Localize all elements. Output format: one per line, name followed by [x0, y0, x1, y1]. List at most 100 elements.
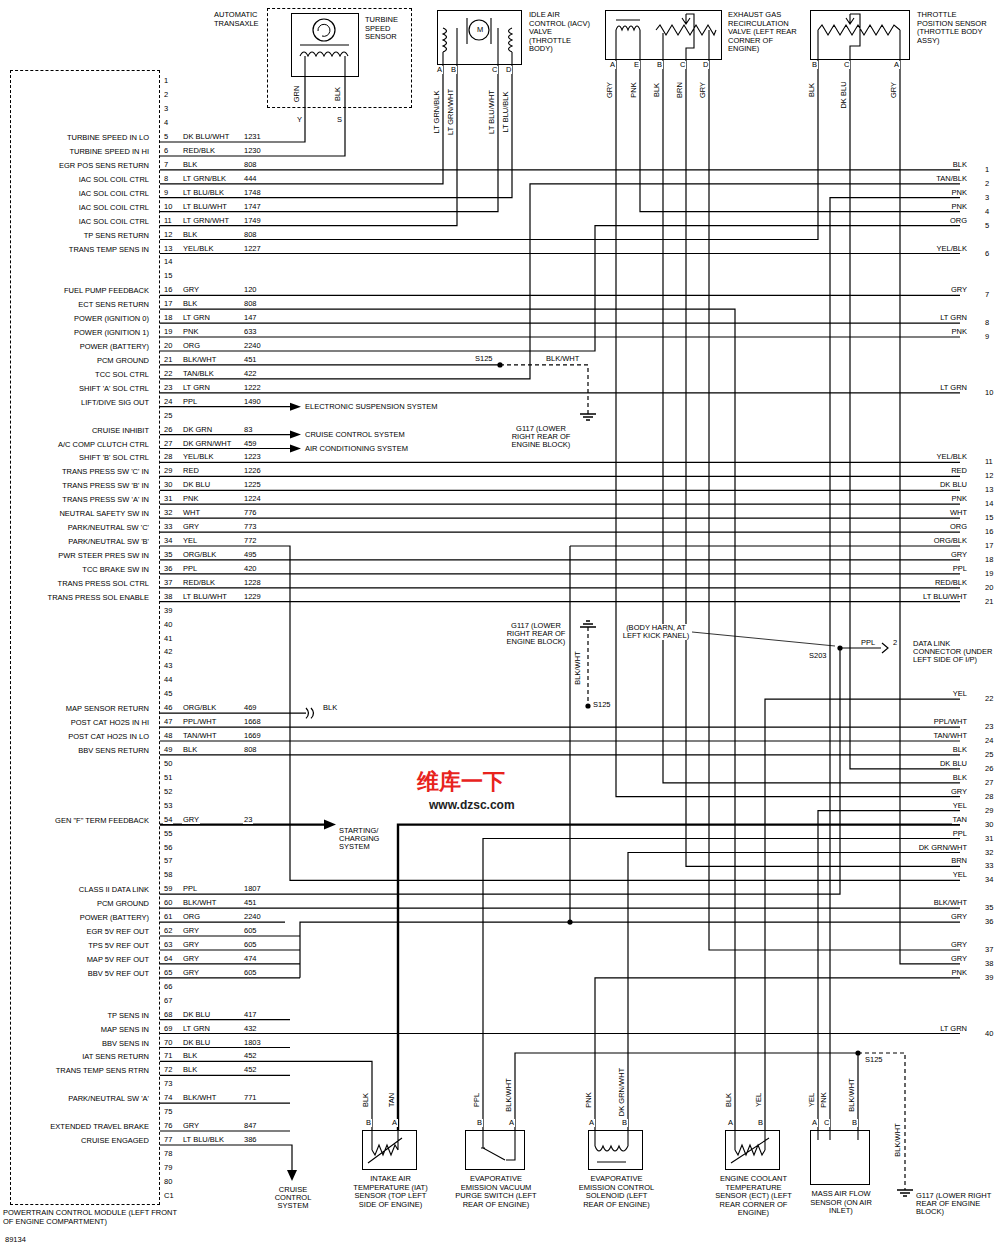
terminal-number: 22 [984, 695, 994, 703]
wire-color: DK BLU [840, 80, 848, 109]
pin-name: LIFT/DIVE SIG OUT [80, 399, 150, 407]
pin-letter: A [727, 1119, 734, 1127]
pin-number: 45 [163, 690, 173, 698]
wire-color: YEL [182, 537, 198, 545]
pin-number: 65 [163, 969, 173, 977]
circuit-number: 808 [243, 161, 258, 169]
wire-color: LT GRN [182, 1025, 211, 1033]
terminal-wire-color: PNK [951, 328, 968, 336]
pin-number: 59 [163, 885, 173, 893]
pin-number: 19 [163, 328, 173, 336]
terminal-wire-color: YEL [952, 871, 968, 879]
pin-number: 26 [163, 426, 173, 434]
terminal-number: 16 [984, 528, 994, 536]
splice-dot [855, 1050, 860, 1055]
splice-dot [585, 703, 590, 708]
wire-color: GRY [182, 927, 200, 935]
pin-number: 2 [892, 639, 898, 647]
pin-number: 69 [163, 1025, 173, 1033]
sensor-lead [818, 1130, 858, 1140]
wire-connector [160, 65, 443, 184]
terminal-wire-color: PNK [951, 969, 968, 977]
wire-color: PNK [630, 81, 638, 98]
wire-color: TAN/WHT [182, 732, 218, 740]
ground-note: G117 (LOWER RIGHT REAR OF ENGINE BLOCK) [915, 1192, 997, 1216]
terminal-wire-color: ORG [949, 217, 968, 225]
circuit-number: 444 [243, 175, 258, 183]
wire-color: LT GRN [182, 314, 211, 322]
system-name: CRUISE CONTROL SYSTEM [304, 431, 406, 439]
pin-number: 10 [163, 203, 173, 211]
pin-name: FUEL PUMP FEEDBACK [63, 287, 150, 295]
pin-number: 50 [163, 760, 173, 768]
pin-number: 38 [163, 593, 173, 601]
heavy-wire [160, 825, 960, 1130]
wire-connector [160, 65, 457, 226]
terminal-number: 32 [984, 849, 994, 857]
connector-symbol [306, 708, 314, 718]
terminal-wire-color: PPL [952, 830, 968, 838]
pin-name: TPS 5V REF OUT [87, 942, 150, 950]
pin-number: 70 [163, 1039, 173, 1047]
watermark: www.dzsc.com [428, 798, 516, 812]
wire-color: GRY [182, 1122, 200, 1130]
pin-number: 54 [163, 816, 173, 824]
circuit-number: 422 [243, 370, 258, 378]
pin-number: 72 [163, 1066, 173, 1074]
terminal-wire-color: TAN/BLK [935, 175, 968, 183]
circuit-number: 808 [243, 746, 258, 754]
pin-number: 4 [163, 119, 169, 127]
pin-name: TRANS TEMP SENS RTRN [55, 1067, 150, 1075]
pin-name: IAC SOL COIL CTRL [78, 176, 150, 184]
wire-color: GRY [606, 81, 614, 99]
circuit-number: 147 [243, 314, 258, 322]
wire-color: RED [182, 467, 200, 475]
terminal-wire-color: YEL/BLK [936, 453, 968, 461]
terminal-wire-color: RED [950, 467, 968, 475]
terminal-number: 19 [984, 570, 994, 578]
wire-color: BLK [182, 161, 198, 169]
pin-name: PARK/NEUTRAL SW 'B' [67, 538, 150, 546]
sensor-box: TURBINE SPEED SENSOR [291, 13, 359, 77]
pin-letter: B [450, 66, 457, 74]
pin-number: 61 [163, 913, 173, 921]
splice-name: S203 [808, 652, 828, 660]
wire-color: BLK/WHT [545, 355, 580, 363]
wire-connector [160, 1061, 372, 1130]
wire-color: LT GRN/BLK [433, 89, 441, 134]
pin-letter: C [491, 66, 498, 74]
circuit-number: 120 [243, 286, 258, 294]
component-name: POWERTRAIN CONTROL MODULE (LEFT FRONT OF… [3, 1209, 178, 1226]
wire-color: GRN [293, 85, 301, 104]
terminal-number: 34 [984, 876, 994, 884]
wire-color: GRY [890, 81, 898, 99]
terminal-wire-color: YEL [952, 690, 968, 698]
system-name: ELECTRONIC SUSPENSION SYSTEM [304, 403, 439, 411]
pin-name: PARK/NEUTRAL SW 'C' [67, 524, 150, 532]
circuit-number: 808 [243, 231, 258, 239]
wire-color: PPL [182, 885, 198, 893]
wire-color: DK GRN/WHT [618, 1067, 626, 1117]
sensor-rotor [313, 19, 335, 41]
circuit-number: 386 [243, 1136, 258, 1144]
pin-number: 62 [163, 927, 173, 935]
terminal-wire-color: BLK/WHT [933, 899, 968, 907]
terminal-number: 35 [984, 904, 994, 912]
wire-color: ORG/BLK [182, 551, 217, 559]
circuit-number: 605 [243, 927, 258, 935]
terminal-wire-color: GRY [950, 955, 968, 963]
splice-name: S125 [592, 701, 612, 709]
sensor-box: INTAKE AIR TEMPERATURE (IAT) SENSOR (TOP… [362, 1130, 417, 1170]
terminal-wire-color: TAN/WHT [932, 732, 968, 740]
terminal-number: 4 [984, 208, 990, 216]
pin-name: EGR 5V REF OUT [85, 928, 150, 936]
switch-symbol [481, 1130, 515, 1160]
thermistor-symbol [731, 1130, 769, 1163]
pin-name: CLASS II DATA LINK [78, 886, 150, 894]
pin-number: 76 [163, 1122, 173, 1130]
terminal-wire-color: LT BLU/WHT [922, 593, 968, 601]
pin-letter: C [843, 61, 850, 69]
circuit-number: 420 [243, 565, 258, 573]
sensor-rotor-arrow [318, 24, 330, 36]
pin-number: 56 [163, 844, 173, 852]
